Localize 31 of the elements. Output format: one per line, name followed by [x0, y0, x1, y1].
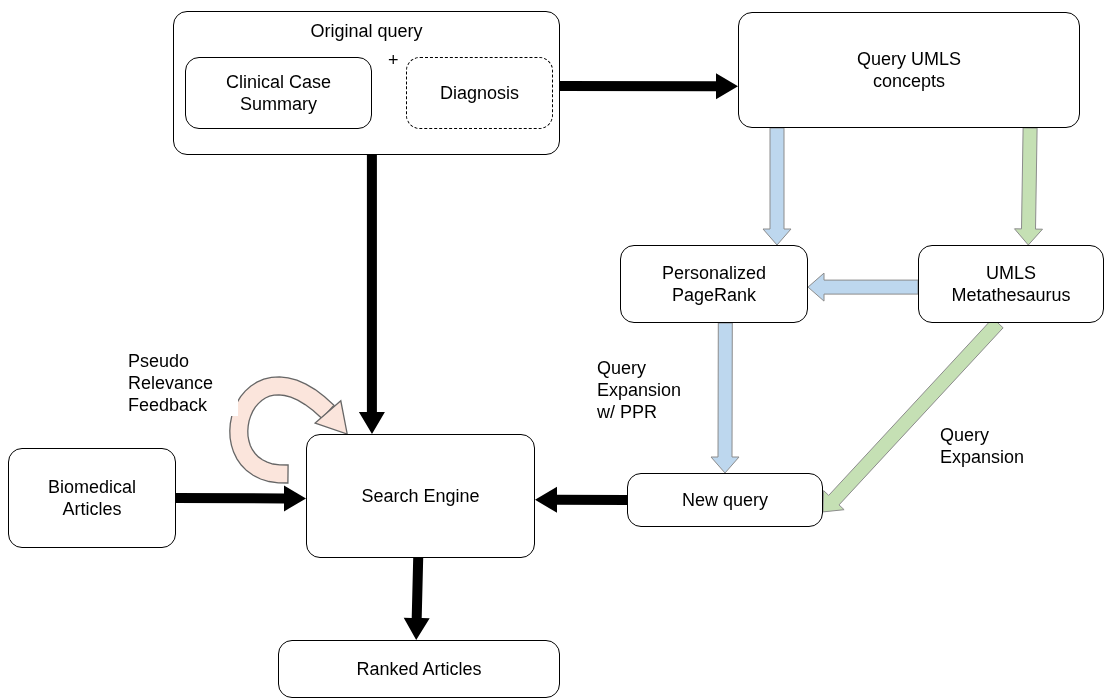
block-arrow [807, 272, 919, 302]
process-box [918, 245, 1104, 323]
process-box [185, 57, 372, 129]
block-arrow [176, 485, 306, 512]
node-label: Query UMLS concepts [856, 48, 962, 92]
node-label: Biomedical Articles [46, 476, 137, 520]
curved-arrow [229, 376, 349, 484]
block-arrow [560, 73, 738, 100]
node-label: Search Engine [361, 485, 480, 507]
plus-sign: + [388, 49, 399, 71]
process-box [406, 57, 553, 129]
block-arrow [1014, 127, 1043, 246]
block-arrow [535, 486, 627, 513]
process-box [738, 12, 1080, 128]
node-label: New query [681, 489, 768, 511]
node-label: Clinical Case Summary [224, 71, 332, 115]
node-label: UMLS Metathesaurus [950, 262, 1072, 306]
node-label: Personalized PageRank [660, 262, 768, 306]
block-arrow [710, 322, 740, 474]
block-arrow [358, 155, 385, 434]
process-box [306, 434, 535, 558]
group-title: Original query [310, 20, 423, 42]
process-box [627, 473, 823, 527]
node-label: Ranked Articles [356, 658, 482, 680]
block-arrow [762, 127, 792, 246]
process-box [8, 448, 176, 548]
group-box [173, 11, 560, 155]
node-label: Diagnosis [439, 82, 519, 104]
block-arrow [403, 557, 430, 640]
process-box [278, 640, 560, 698]
process-box [620, 245, 808, 323]
